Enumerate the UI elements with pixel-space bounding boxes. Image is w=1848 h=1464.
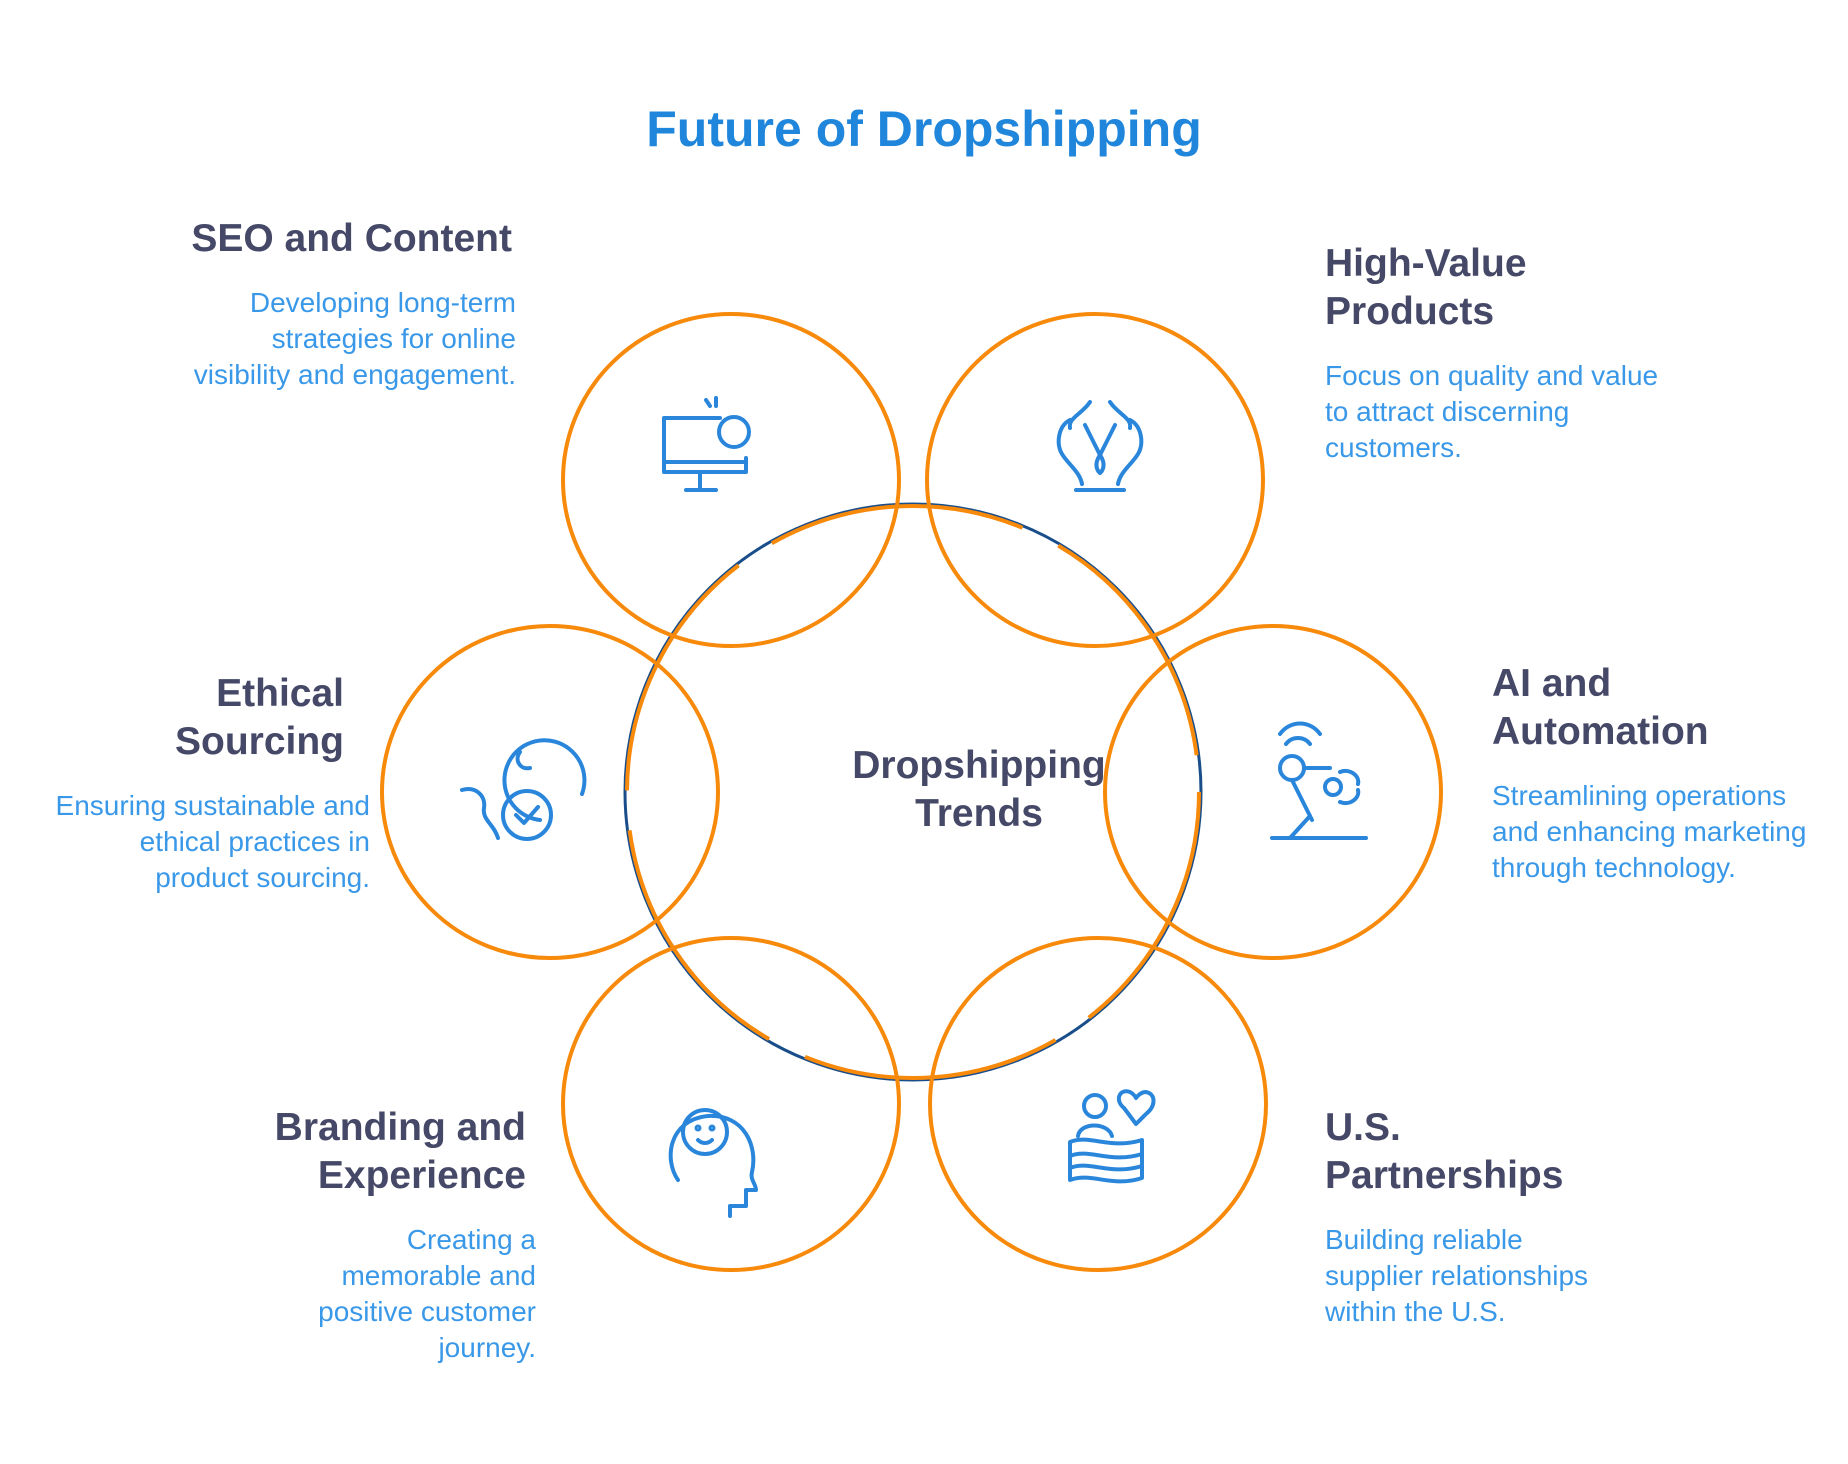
globe-check-icon [460, 738, 587, 841]
item-seo-content: SEO and Content Developing long-term str… [186, 215, 516, 393]
item-heading: High-Value Products [1325, 242, 1527, 333]
item-heading: SEO and Content [191, 217, 512, 260]
circle-branding [561, 936, 901, 1272]
item-ethical-sourcing: Ethical Sourcing Ensuring sustainable an… [40, 670, 370, 896]
diagram-title: Future of Dropshipping [646, 101, 1202, 157]
item-heading: Branding and Experience [274, 1106, 526, 1197]
robot-arm-icon [1270, 721, 1368, 840]
center-label: Dropshipping Trends [852, 744, 1106, 835]
monitor-search-icon [662, 396, 751, 492]
item-heading: Ethical Sourcing [174, 672, 344, 763]
item-ai-automation: AI and Automation Streamlining operation… [1492, 660, 1832, 886]
circle-us [928, 936, 1268, 1272]
item-description: Streamlining operations and enhancing ma… [1492, 780, 1807, 883]
center-circle-orange-stroke [625, 504, 1201, 1080]
item-high-value-products: High-Value Products Focus on quality and… [1325, 240, 1665, 466]
item-heading: AI and Automation [1492, 662, 1709, 753]
item-description: Ensuring sustainable and ethical practic… [55, 790, 370, 893]
person-heart-flag-icon [1068, 1089, 1156, 1184]
circle-seo [561, 312, 901, 648]
necklace-bust-icon [1056, 400, 1144, 492]
circle-ai [1103, 624, 1443, 960]
item-us-partnerships: U.S. Partnerships Building reliable supp… [1325, 1104, 1625, 1330]
item-description: Creating a memorable and positive custom… [318, 1224, 536, 1363]
item-description: Focus on quality and value to attract di… [1325, 360, 1659, 463]
circle-high-value [925, 312, 1265, 648]
item-branding-experience: Branding and Experience Creating a memor… [206, 1104, 536, 1366]
head-smile-icon [668, 1108, 758, 1218]
circle-ethical [380, 624, 720, 960]
item-heading: U.S. Partnerships [1325, 1106, 1564, 1197]
item-description: Developing long-term strategies for onli… [193, 287, 516, 390]
item-description: Building reliable supplier relationships… [1325, 1224, 1589, 1327]
